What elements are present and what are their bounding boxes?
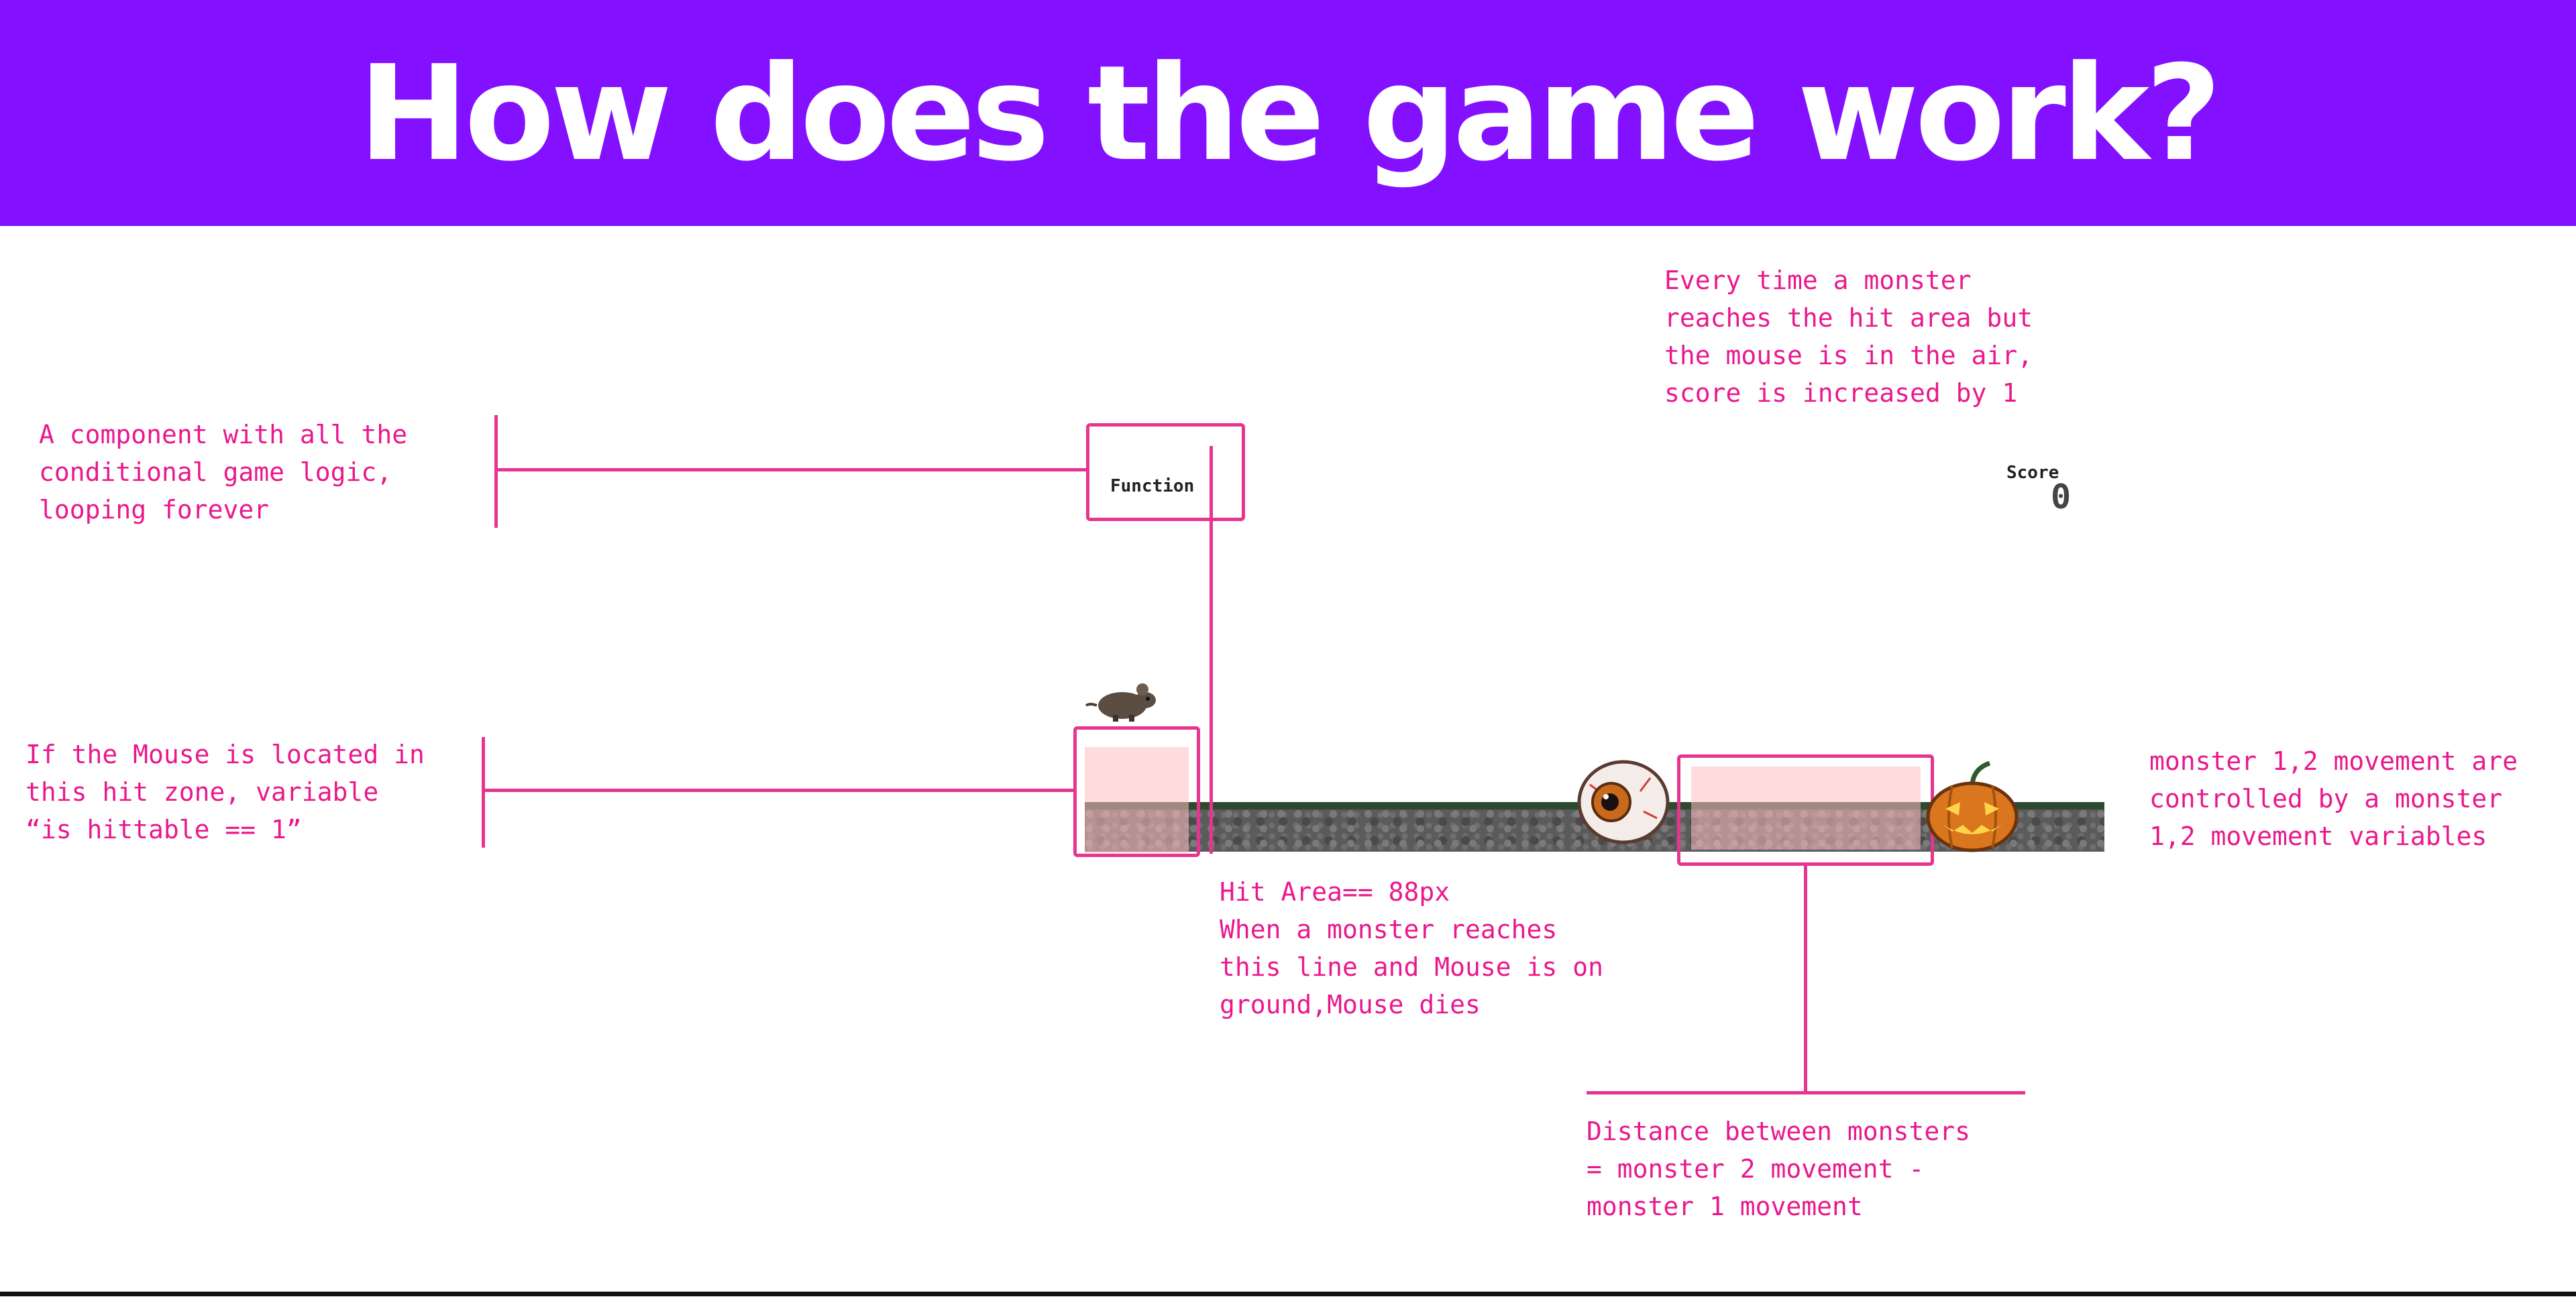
score-note: Every time a monster reaches the hit are… xyxy=(1664,262,2033,412)
eyeball-monster xyxy=(1576,758,1670,845)
function-box xyxy=(1086,423,1245,521)
hit-area-line xyxy=(1210,446,1213,854)
bottom-divider xyxy=(0,1292,2576,1296)
hit-area-note: Hit Area== 88px When a monster reaches t… xyxy=(1220,873,1603,1023)
function-bracket-line xyxy=(494,415,498,528)
hit-zone-note: If the Mouse is located in this hit zone… xyxy=(25,736,425,848)
monster-gap-zone-box xyxy=(1677,754,1934,866)
header-banner: How does the game work? xyxy=(0,0,2576,226)
distance-baseline xyxy=(1587,1091,2025,1094)
function-connector-line xyxy=(496,468,1088,471)
function-label: Function xyxy=(1110,476,1194,496)
pumpkin-monster xyxy=(1925,759,2026,853)
hit-zone-connector-line xyxy=(484,789,1075,792)
distance-note: Distance between monsters = monster 2 mo… xyxy=(1587,1113,1970,1225)
mouse-sprite xyxy=(1083,671,1164,724)
mouse-hit-zone-box xyxy=(1073,726,1200,857)
hit-zone-bracket-line xyxy=(482,737,485,848)
function-note: A component with all the conditional gam… xyxy=(39,416,407,528)
score-value: 0 xyxy=(2051,477,2071,516)
page-title: How does the game work? xyxy=(0,37,2576,191)
movement-note: monster 1,2 movement are controlled by a… xyxy=(2149,742,2518,855)
distance-vertical-line xyxy=(1804,865,1807,1094)
